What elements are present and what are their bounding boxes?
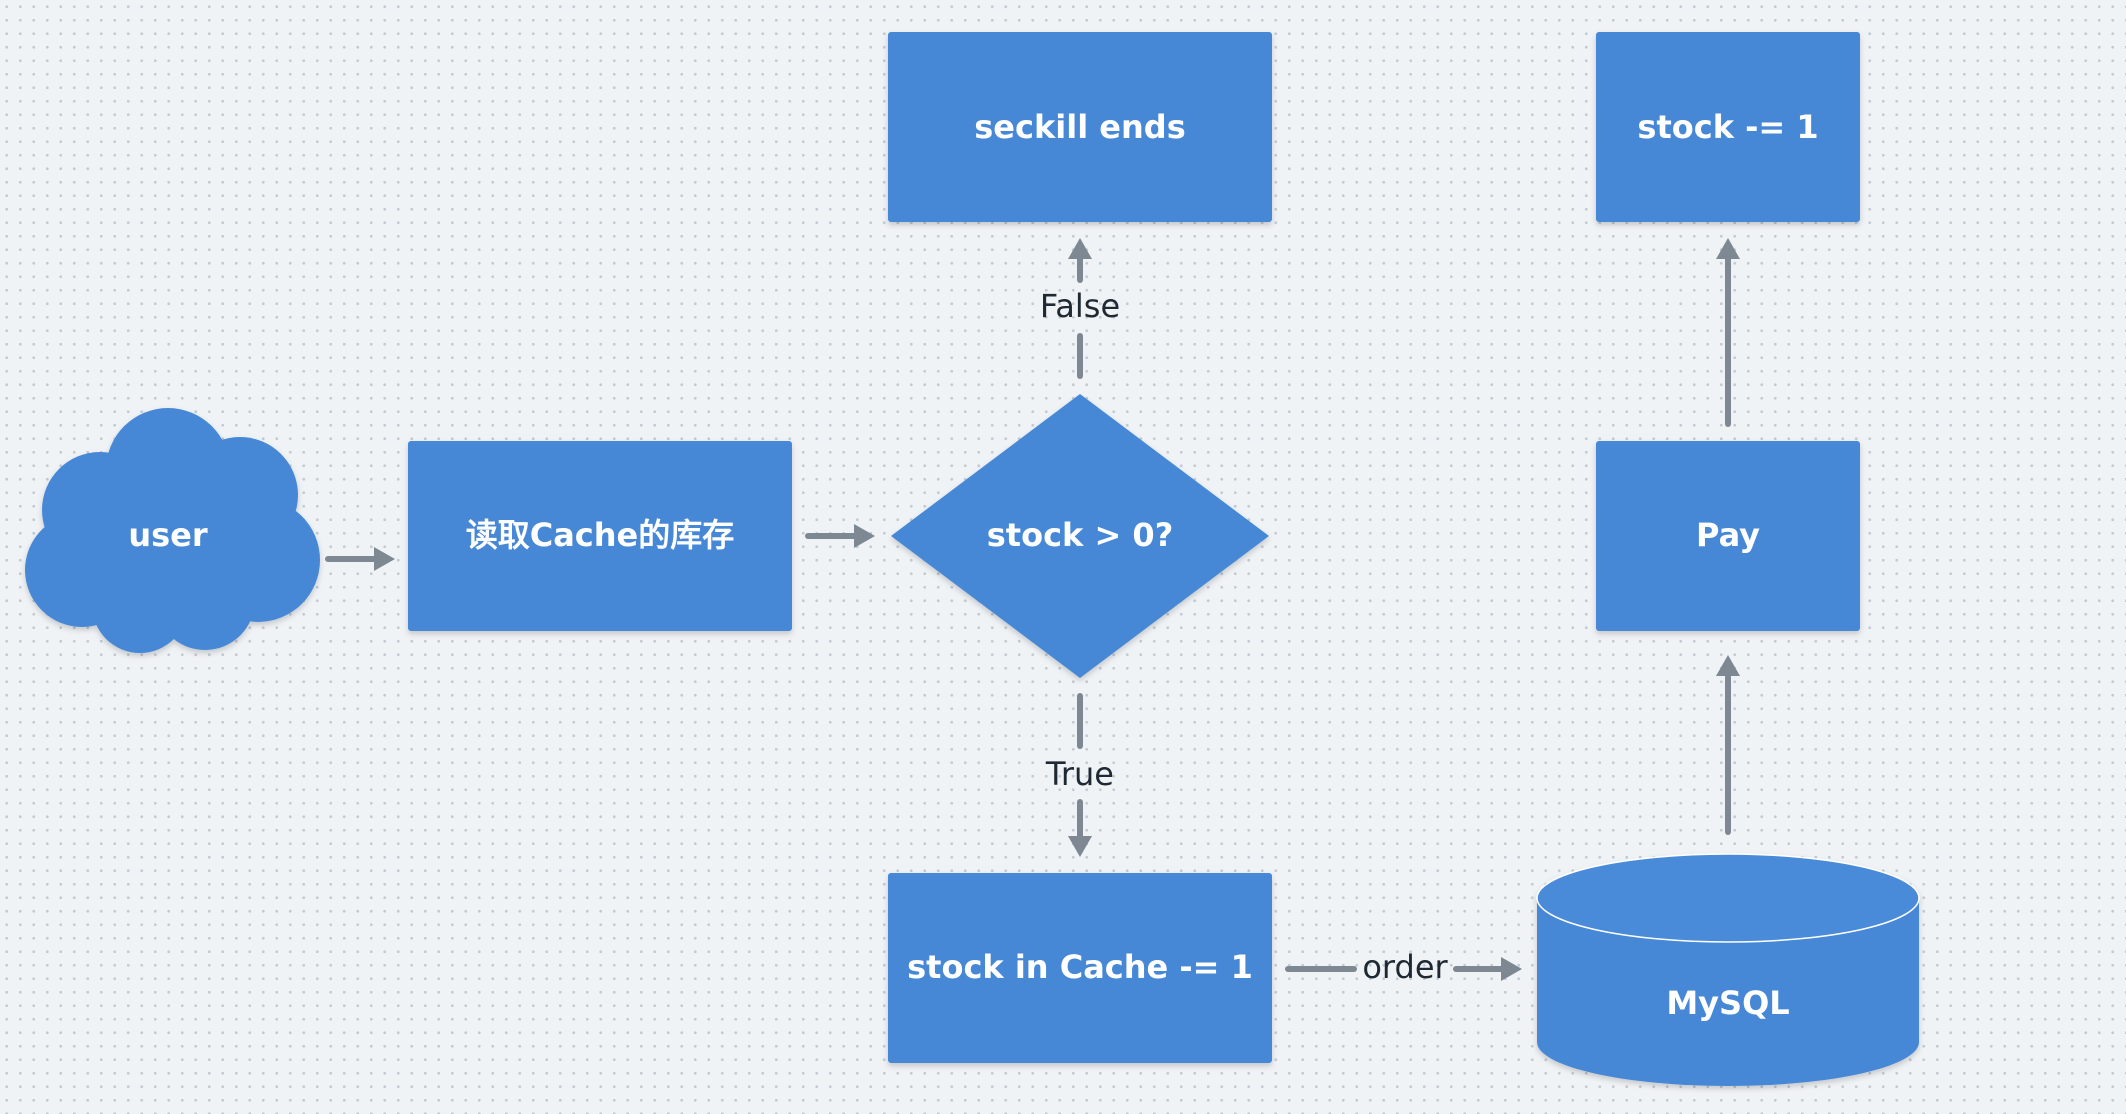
decrement-cache-label: stock in Cache -= 1 xyxy=(907,948,1253,986)
edge-decision-to-decrement-cache xyxy=(1068,693,1092,857)
user-label: user xyxy=(128,516,208,554)
arrow-up-icon xyxy=(1716,655,1740,676)
cloud-icon xyxy=(25,408,320,653)
pay-label: Pay xyxy=(1696,516,1760,554)
stock-check-decision[interactable] xyxy=(891,394,1269,678)
seckill-ends-node[interactable] xyxy=(888,32,1272,222)
arrow-right-icon xyxy=(1501,957,1522,981)
stock-decrement-node[interactable] xyxy=(1596,32,1860,222)
mysql-database-node[interactable] xyxy=(1536,853,1920,1086)
order-edge-label: order xyxy=(1362,948,1448,986)
mysql-label: MySQL xyxy=(1666,984,1789,1022)
arrow-right-icon xyxy=(854,524,875,548)
seckill-ends-label: seckill ends xyxy=(974,108,1185,146)
stock-decrement-label: stock -= 1 xyxy=(1637,108,1818,146)
read-cache-label: 读取Cache的库存 xyxy=(466,516,735,554)
arrow-down-icon xyxy=(1068,836,1092,857)
read-cache-node[interactable] xyxy=(408,441,792,631)
true-edge-label: True xyxy=(1045,755,1114,793)
pay-node[interactable] xyxy=(1596,441,1860,631)
database-icon xyxy=(1536,853,1920,943)
decision-label: stock > 0? xyxy=(987,516,1174,554)
edge-decision-to-seckill-ends xyxy=(1068,238,1092,379)
arrow-right-icon xyxy=(374,547,395,571)
arrow-up-icon xyxy=(1068,238,1092,259)
edge-read-cache-to-decision xyxy=(805,524,875,548)
edge-decrement-cache-to-mysql xyxy=(1285,957,1522,981)
decrement-cache-node[interactable] xyxy=(888,873,1272,1063)
user-node[interactable] xyxy=(25,408,320,653)
edge-pay-to-stock-decrement xyxy=(1716,238,1740,427)
edge-mysql-to-pay xyxy=(1716,655,1740,835)
arrow-up-icon xyxy=(1716,238,1740,259)
false-edge-label: False xyxy=(1040,287,1120,325)
edge-user-to-read-cache xyxy=(325,547,395,571)
